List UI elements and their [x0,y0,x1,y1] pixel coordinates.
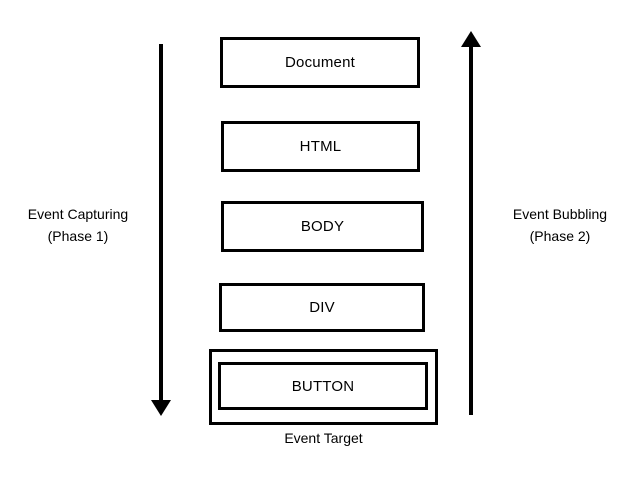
event-capturing-caption: Event Capturing (Phase 1) [8,203,148,247]
node-label-html: HTML [299,138,342,155]
node-box-document: Document [220,37,420,88]
event-target-caption: Event Target [284,430,363,446]
arrow-up-icon [461,31,481,47]
node-label-div: DIV [309,299,335,316]
node-box-button: BUTTON [218,362,428,410]
event-capturing-arrow-shaft [159,44,163,402]
node-box-div: DIV [219,283,425,332]
node-box-body: BODY [221,201,424,252]
node-label-document: Document [285,54,355,71]
node-label-body: BODY [300,218,345,235]
node-box-html: HTML [221,121,420,172]
event-bubbling-phase: (Phase 2) [529,228,591,244]
event-bubbling-arrow-shaft [469,46,473,415]
event-capturing-phase: (Phase 1) [47,228,109,244]
event-bubbling-name: Event Bubbling [512,206,608,222]
node-label-button: BUTTON [291,377,355,395]
arrow-down-icon [151,400,171,416]
event-capturing-name: Event Capturing [27,206,129,222]
event-bubbling-caption: Event Bubbling (Phase 2) [487,203,633,247]
